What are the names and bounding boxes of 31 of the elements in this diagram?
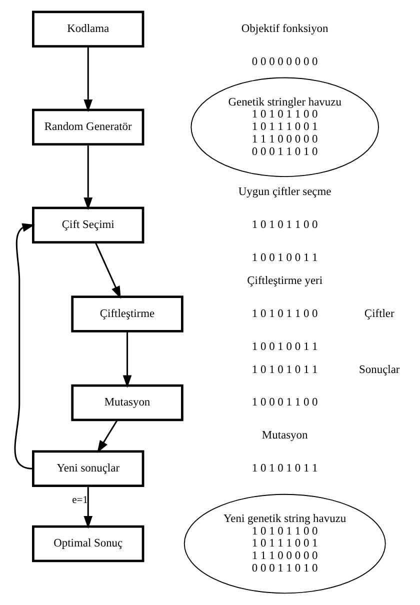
arrow (14, 223, 35, 470)
label: 1 0 0 1 0 0 1 1 (252, 252, 318, 264)
node-box: Çiftleştirme (71, 296, 184, 332)
arrow (122, 331, 132, 388)
label: Sonuçlar (359, 364, 400, 376)
edge-label: e=1 (72, 495, 88, 506)
label: 0 0 0 0 0 0 0 0 (252, 56, 318, 68)
label: 1 0 1 0 1 1 0 0 (252, 308, 318, 320)
label: Objektif fonksiyon (241, 23, 328, 36)
arrow (84, 486, 93, 529)
label: Çiftler (364, 308, 394, 320)
arrow (84, 144, 93, 210)
node-box: Optimal Sonuç (32, 525, 144, 562)
label: 1 0 1 0 1 0 1 1 (252, 364, 318, 376)
node-box: Yeni sonuçlar (32, 450, 144, 488)
node-ellipse: Genetik stringler havuzu 1 0 1 0 1 1 0 0 1 0 1 1 1 0 0 1 1 1 1 0 0 0 0 0 0 0 0 1 1 0 1 0 (190, 77, 379, 178)
label: Uygun çiftler seçme (238, 186, 332, 198)
node-box: Mutasyon (71, 384, 184, 422)
label: 1 0 0 1 0 0 1 1 (252, 340, 318, 353)
label: 1 0 1 0 1 1 0 0 (252, 219, 318, 232)
label: 1 0 1 0 1 0 1 1 (252, 462, 318, 475)
node-box: Random Generatör (32, 108, 144, 146)
label: Mutasyon (262, 430, 308, 442)
label: Çiftleştirme yeri (247, 274, 323, 287)
arrow (94, 242, 121, 299)
node-box: Kodlama (32, 10, 144, 48)
arrow (97, 420, 118, 454)
arrow (84, 46, 93, 112)
node-ellipse: Yeni genetik string havuzu 1 0 1 0 1 1 0 0 1 0 1 1 1 0 0 1 1 1 1 0 0 0 0 0 0 0 0 1 1 0 1 0 (184, 494, 386, 594)
label: 1 0 0 0 1 1 0 0 (252, 396, 318, 409)
node-box: Çift Seçimi (32, 206, 144, 244)
